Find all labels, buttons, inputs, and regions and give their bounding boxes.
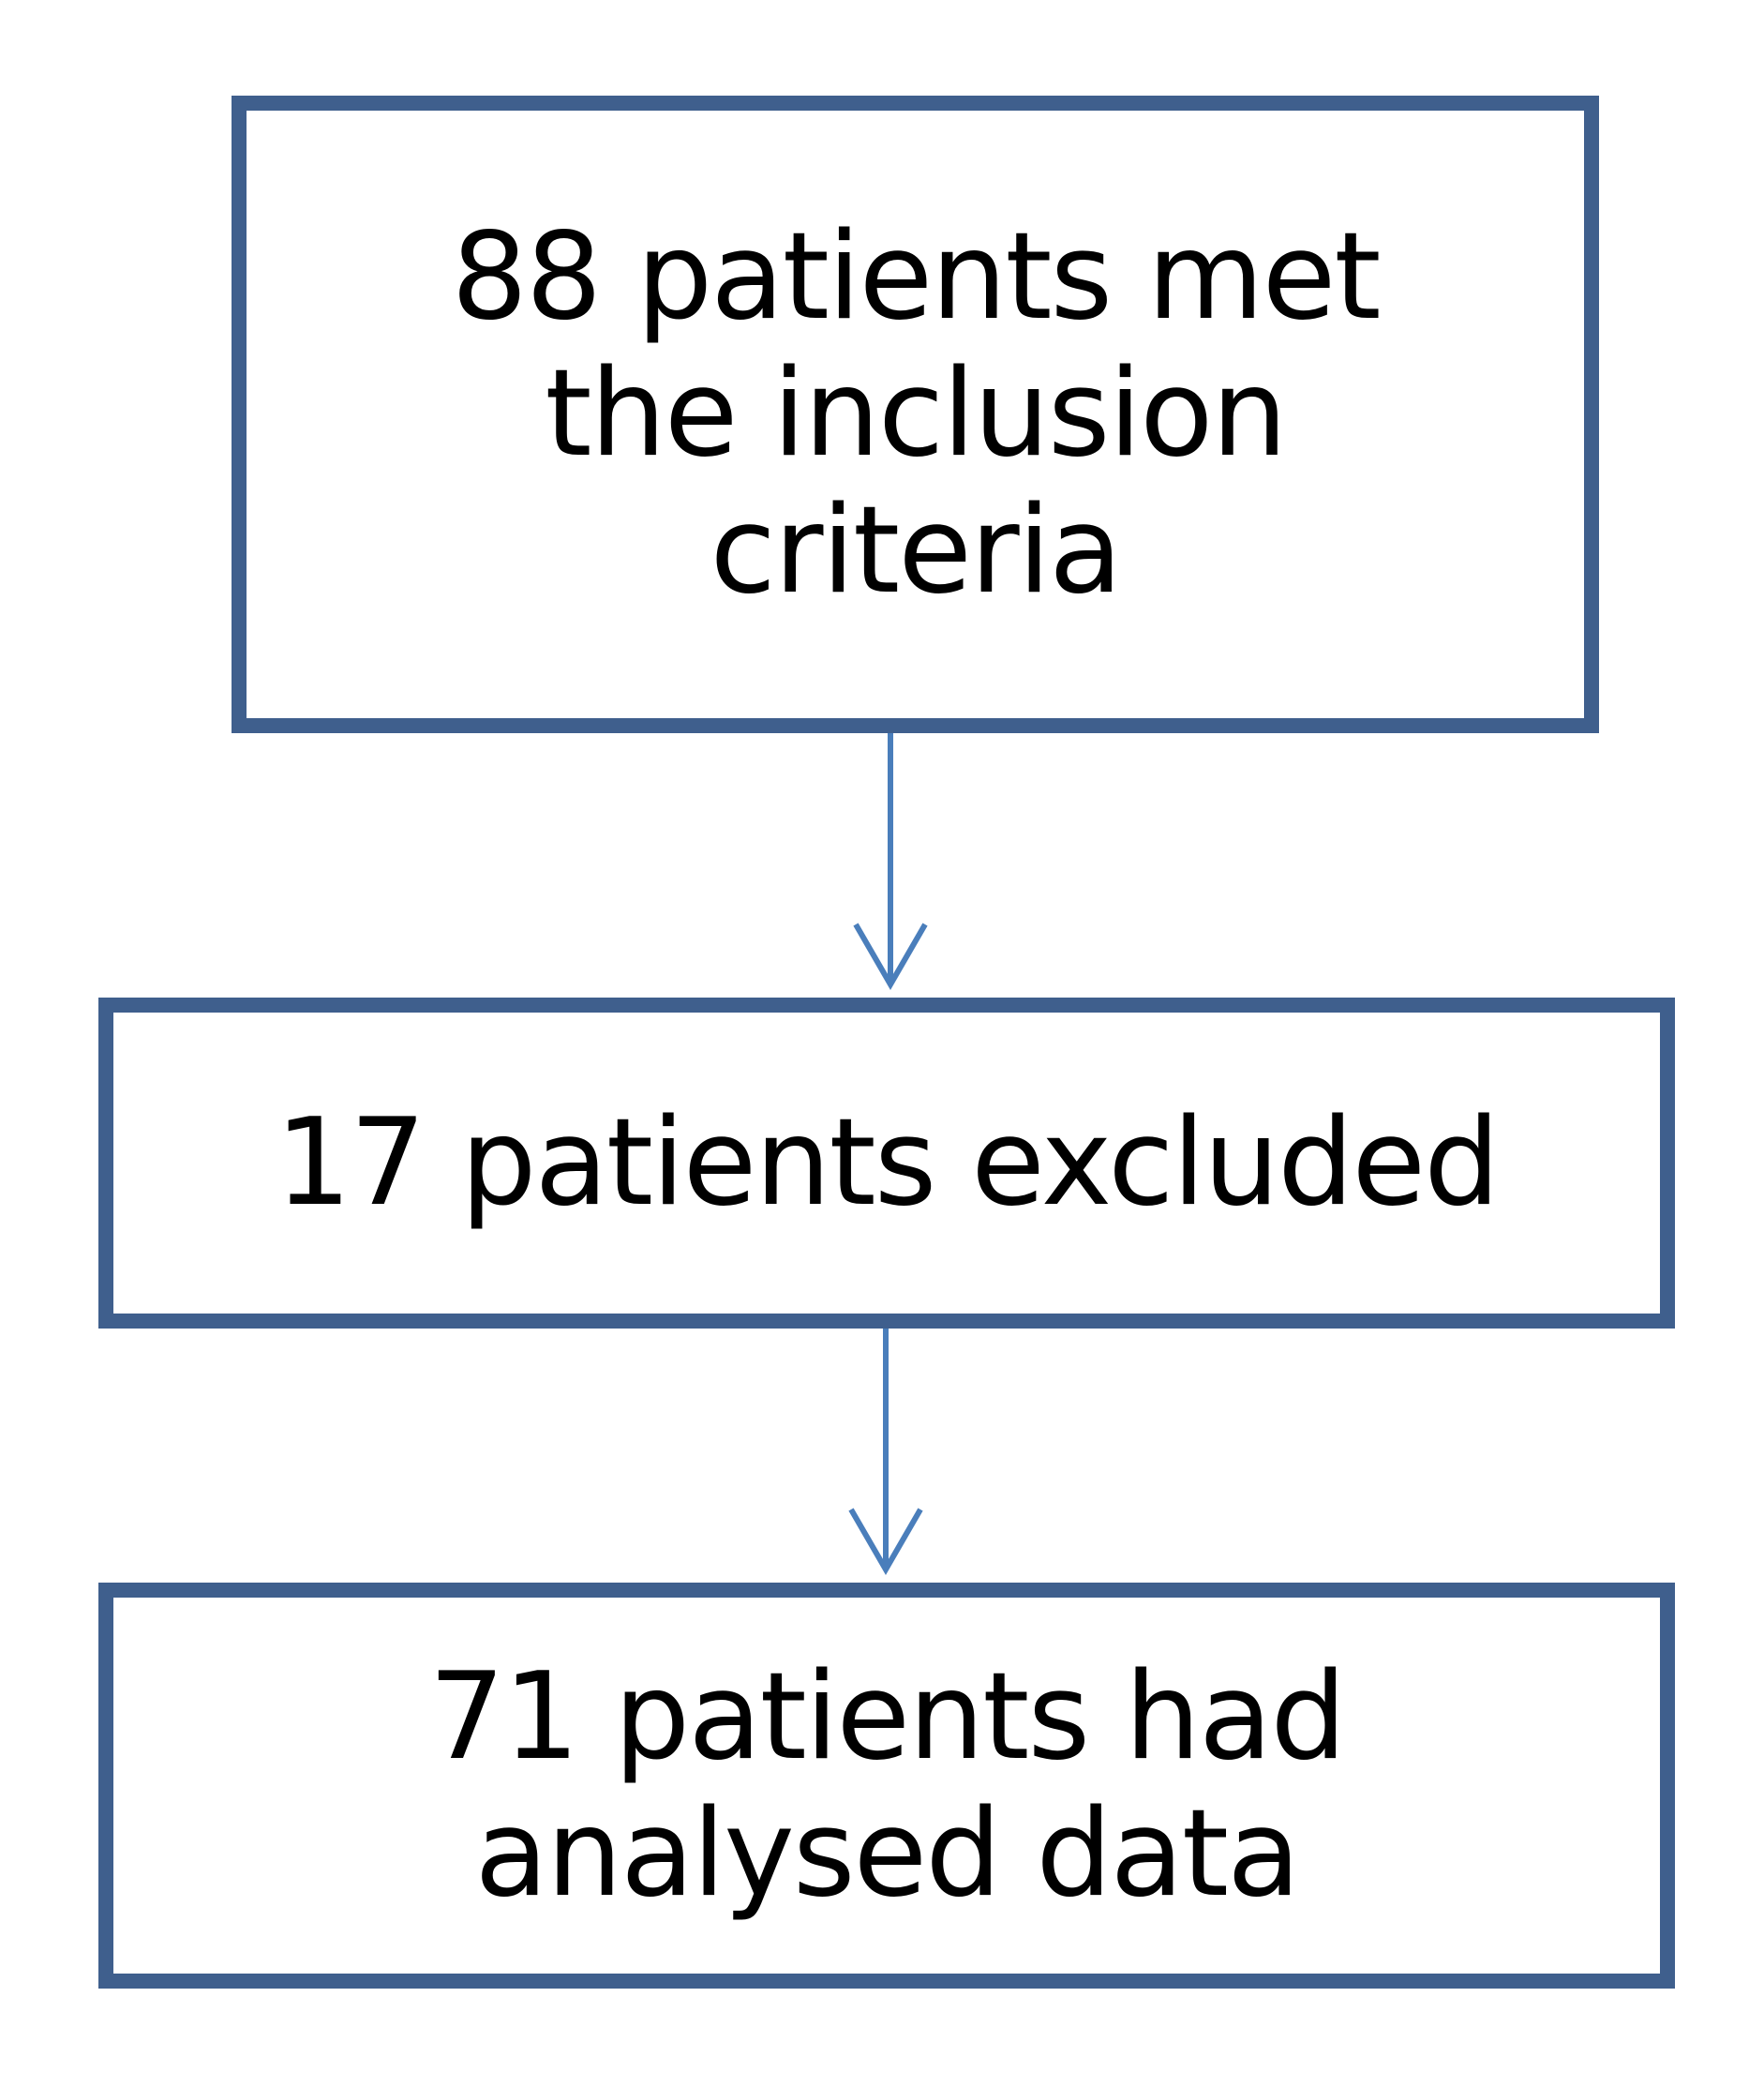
inclusion-criteria-box: 88 patients met the inclusion criteria bbox=[232, 96, 1599, 733]
arrow-included-to-excluded bbox=[853, 733, 928, 990]
analysed-box: 71 patients had analysed data bbox=[98, 1583, 1675, 1989]
arrow-head bbox=[848, 1508, 923, 1575]
excluded-label: 17 patients excluded bbox=[275, 1092, 1501, 1233]
analysed-label: 71 patients had analysed data bbox=[428, 1646, 1346, 1924]
arrow-head bbox=[853, 923, 928, 990]
inclusion-criteria-label: 88 patients met the inclusion criteria bbox=[451, 207, 1381, 621]
excluded-box: 17 patients excluded bbox=[98, 998, 1675, 1329]
arrow-excluded-to-analysed bbox=[848, 1329, 923, 1575]
